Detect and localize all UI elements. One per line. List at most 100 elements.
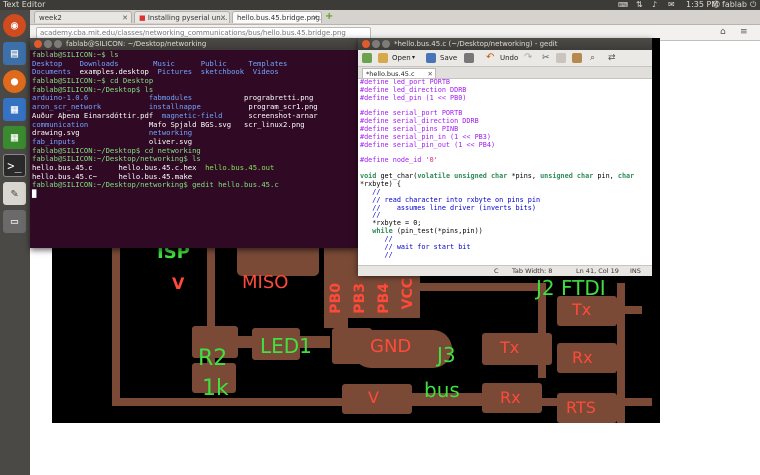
code-line: *rxbyte = 0; bbox=[358, 219, 652, 228]
terminal-titlebar[interactable]: fablab@SILICON: ~/Desktop/networking bbox=[30, 38, 358, 50]
writer-icon[interactable]: ▦ bbox=[3, 98, 26, 121]
cut-icon[interactable]: ✂ bbox=[542, 53, 550, 63]
chevron-down-icon[interactable]: ▾ bbox=[412, 54, 416, 61]
code-token: void bbox=[360, 172, 381, 181]
mail-icon[interactable]: ✉ bbox=[668, 0, 675, 9]
find-icon[interactable]: ⌕ bbox=[590, 53, 596, 63]
code-token: // bbox=[360, 250, 393, 259]
tab-label: *hello.bus.45.c bbox=[366, 70, 415, 78]
close-icon[interactable]: ✕ bbox=[220, 14, 226, 22]
code-line: // bbox=[358, 250, 652, 260]
terminal-text: magnetic-field bbox=[161, 110, 249, 120]
tab-week2[interactable]: week2 ✕ bbox=[34, 11, 132, 23]
language-selector[interactable]: C bbox=[494, 267, 499, 275]
menu-icon[interactable]: ≡ bbox=[740, 27, 748, 37]
firefox-icon[interactable]: ● bbox=[3, 70, 26, 93]
label-v-mid: V bbox=[368, 388, 379, 407]
label-led1: LED1 bbox=[260, 334, 312, 358]
label-gnd: GND bbox=[370, 336, 412, 357]
copper-trace bbox=[112, 398, 652, 406]
open-icon[interactable] bbox=[378, 53, 388, 63]
power-icon[interactable]: ⏻ bbox=[750, 0, 757, 9]
text-editor-icon[interactable]: ✎ bbox=[3, 182, 26, 205]
minimize-icon[interactable] bbox=[44, 40, 52, 48]
pad-led1-a bbox=[252, 328, 300, 360]
keyboard-icon[interactable]: ⌨ bbox=[618, 1, 629, 9]
home-icon[interactable]: ⌂ bbox=[720, 27, 726, 37]
pad-rx-right bbox=[557, 343, 617, 373]
tab-hello-bus-45-c[interactable]: *hello.bus.45.c ✕ bbox=[362, 68, 436, 78]
code-token: #define led_direction DDRB bbox=[360, 85, 467, 94]
redo-icon[interactable]: ↷ bbox=[524, 52, 533, 63]
terminal-window[interactable]: fablab@SILICON: ~/Desktop/networking fab… bbox=[30, 38, 358, 248]
copper-trace bbox=[207, 198, 215, 388]
user-name[interactable]: fablab bbox=[722, 0, 747, 9]
terminal-text: Documents bbox=[32, 67, 80, 77]
tab-label: week2 bbox=[39, 14, 62, 22]
label-miso: MISO bbox=[242, 272, 289, 293]
volume-icon[interactable]: ♪ bbox=[652, 0, 658, 9]
user-icon[interactable]: ☺ bbox=[712, 0, 721, 9]
code-token: // bbox=[360, 234, 393, 243]
gedit-titlebar[interactable]: *hello.bus.45.c (~/Desktop/networking) -… bbox=[358, 38, 652, 50]
clock[interactable]: 1:35 PM bbox=[686, 0, 719, 9]
terminal-text: drawing.svg bbox=[32, 128, 149, 138]
code-token: #define led_port PORTB bbox=[360, 79, 451, 86]
code-line: // bbox=[358, 211, 652, 220]
maximize-icon[interactable] bbox=[382, 40, 390, 48]
save-button[interactable]: Save bbox=[440, 54, 458, 62]
code-line: while (pin_test(*pins,pin)) bbox=[358, 227, 652, 236]
terminal-text: fablab@SILICON:~/Desktop$ cd networking bbox=[32, 145, 201, 155]
network-icon[interactable]: ⇅ bbox=[636, 0, 643, 9]
gedit-window[interactable]: *hello.bus.45.c (~/Desktop/networking) -… bbox=[358, 38, 652, 276]
copy-icon[interactable] bbox=[556, 53, 566, 63]
terminal-text: installnappe bbox=[148, 102, 249, 112]
code-line: #define serial_pins PINB bbox=[358, 125, 652, 134]
terminal-text: Mafo Spjald BGS.svg bbox=[148, 119, 245, 129]
close-icon[interactable]: ✕ bbox=[427, 70, 433, 78]
paste-icon[interactable] bbox=[572, 53, 582, 63]
undo-icon[interactable]: ↶ bbox=[486, 52, 495, 63]
terminal-text: networking bbox=[148, 128, 193, 138]
files-icon[interactable]: ▤ bbox=[3, 42, 26, 65]
replace-icon[interactable]: ⇄ bbox=[608, 53, 616, 63]
save-icon[interactable] bbox=[426, 53, 436, 63]
terminal-text: Auður Aþena Einarsdóttir.pdf bbox=[32, 110, 162, 120]
tab-width-selector[interactable]: Tab Width: 8 bbox=[512, 267, 553, 275]
close-icon[interactable]: ✕ bbox=[122, 14, 128, 22]
minimize-icon[interactable] bbox=[372, 40, 380, 48]
tab-installing-pyserial[interactable]: ■ Installing pyserial un...✕ bbox=[134, 11, 230, 23]
close-icon[interactable]: ✕ bbox=[312, 14, 318, 22]
calc-icon[interactable]: ▦ bbox=[3, 126, 26, 149]
close-icon[interactable] bbox=[34, 40, 42, 48]
code-token: // assumes line driver (inverts bits) bbox=[360, 203, 536, 212]
code-line: #define serial_pin_in (1 << PB3) bbox=[358, 133, 652, 142]
code-editor[interactable]: #define led_port PORTB#define led_direct… bbox=[358, 79, 652, 265]
code-token: *rxbyte) { bbox=[360, 179, 401, 188]
terminal-line: █ bbox=[32, 189, 356, 199]
new-document-icon[interactable] bbox=[362, 53, 372, 63]
tab-hello-bus-bridge[interactable]: hello.bus.45.bridge.png...✕ bbox=[232, 11, 322, 23]
copper-trace bbox=[112, 198, 120, 406]
code-token: pin, bbox=[597, 172, 618, 181]
close-icon[interactable] bbox=[362, 40, 370, 48]
tab-bar: week2 ✕ ■ Installing pyserial un...✕ hell… bbox=[30, 10, 760, 25]
copper-trace bbox=[420, 283, 540, 291]
label-j3: J3 bbox=[437, 343, 456, 367]
terminal-icon[interactable]: >_ bbox=[3, 154, 26, 177]
print-icon[interactable] bbox=[464, 53, 474, 63]
dash-icon[interactable]: ◉ bbox=[3, 14, 26, 37]
new-tab-button[interactable]: + bbox=[325, 11, 334, 22]
gedit-toolbar: Open ▾ Save ↶ Undo ↷ ✂ ⌕ ⇄ bbox=[358, 50, 652, 67]
code-token: volatile unsigned char bbox=[417, 172, 512, 181]
workspace-icon[interactable]: ▭ bbox=[3, 210, 26, 233]
code-line: #define led_direction DDRB bbox=[358, 85, 652, 95]
code-token: unsigned char bbox=[540, 172, 598, 181]
open-button[interactable]: Open bbox=[392, 54, 411, 62]
code-line: #define led_port PORTB bbox=[358, 79, 652, 87]
maximize-icon[interactable] bbox=[54, 40, 62, 48]
undo-button[interactable]: Undo bbox=[500, 54, 519, 62]
terminal-line: hello.bus.45.c hello.bus.45.c.hex hello.… bbox=[32, 163, 356, 173]
code-token: // read character into rxbyte on pins pi… bbox=[360, 195, 541, 204]
